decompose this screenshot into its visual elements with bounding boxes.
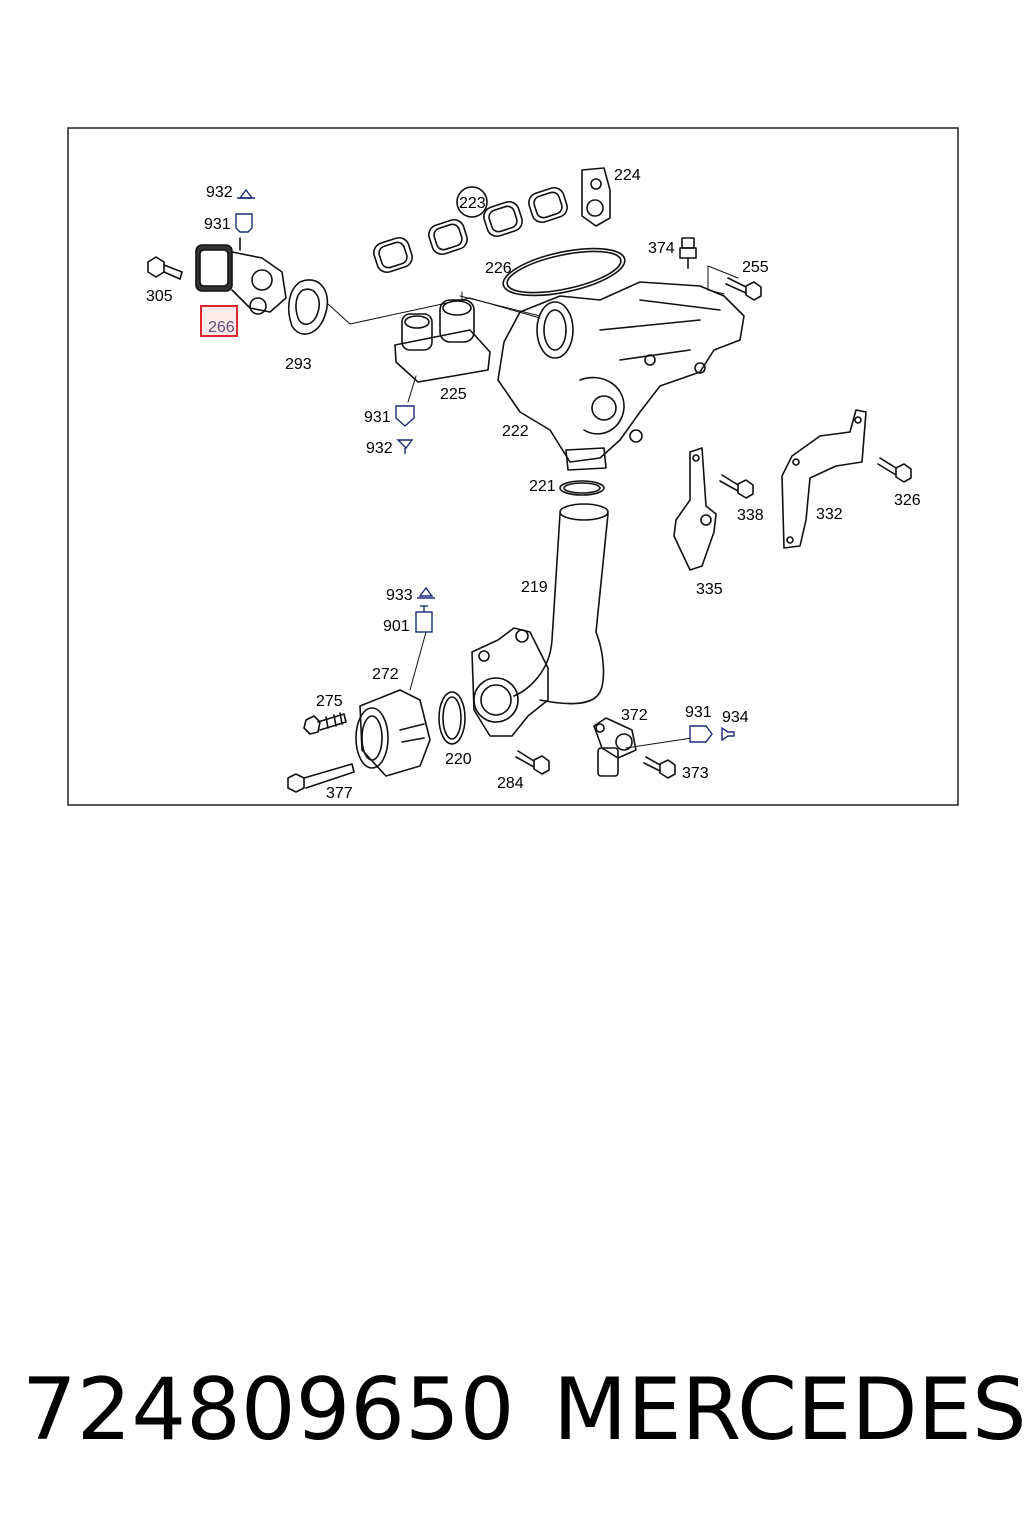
oring-226-drawing [502,247,626,297]
connector-931-bottom-icon [689,725,713,743]
label-934: 934 [722,709,749,726]
footer-caption: 724809650 MERCEDES [0,1360,1024,1470]
throttle-housing-drawing [471,627,549,737]
label-932-top: 932 [206,184,233,201]
label-373: 373 [682,765,709,782]
sensor-374-drawing [679,237,697,269]
label-225: 225 [440,386,467,403]
bolt-255-drawing [725,277,762,301]
label-293: 293 [285,356,312,373]
bolt-305-drawing [147,256,183,280]
label-931-bottom: 931 [685,704,712,721]
bolt-338-drawing [719,474,754,499]
bolt-326-drawing [877,457,912,483]
gasket-224-drawing [581,167,611,227]
label-933: 933 [386,587,413,604]
gasket-220-drawing [438,691,466,745]
connector-933-icon [417,586,435,599]
label-326: 326 [894,492,921,509]
label-372: 372 [621,707,648,724]
oring-221-drawing [559,480,605,496]
connector-932-mid-icon [396,439,414,454]
connector-932-top-icon [237,188,255,199]
label-220: 220 [445,751,472,768]
parts-diagram: 932 931 305 266 293 223 224 226 374 255 … [67,127,959,806]
label-219: 219 [521,579,548,596]
connector-901-icon [415,605,433,633]
label-338: 338 [737,507,764,524]
bracket-335-drawing [673,447,717,571]
label-224: 224 [614,167,641,184]
label-266: 266 [208,319,235,336]
connector-931-top-icon [235,213,253,233]
label-335: 335 [696,581,723,598]
bracket-332-drawing [781,409,867,549]
bolt-373-drawing [643,756,676,779]
sensor-372-drawing [593,717,637,777]
screw-275-drawing [303,712,347,735]
connector-931-mid-icon [395,405,415,427]
intake-manifold-222-drawing [497,281,745,471]
label-284: 284 [497,775,524,792]
pipe-219-drawing [513,503,609,705]
label-275: 275 [316,693,343,710]
actuator-225-drawing [394,299,491,383]
highlight-266-box [200,305,238,337]
label-221: 221 [529,478,556,495]
label-931-mid: 931 [364,409,391,426]
connector-934-icon [721,726,735,742]
label-222: 222 [502,423,529,440]
label-377: 377 [326,785,353,802]
throttle-272-drawing [355,689,431,777]
gasket-293-drawing [287,279,329,335]
label-374: 374 [648,240,675,257]
label-223: 223 [459,195,486,212]
gaskets-223-drawing [373,186,568,274]
label-932-mid: 932 [366,440,393,457]
part-number: 724809650 [22,1360,515,1460]
label-272: 272 [372,666,399,683]
label-255: 255 [742,259,769,276]
bolt-284-drawing [515,750,550,775]
diagram-frame [67,127,959,806]
bolt-377-drawing [287,763,355,793]
egr-valve-266-drawing [195,237,287,315]
brand-name: MERCEDES [553,1360,1024,1460]
label-931-top: 931 [204,216,231,233]
label-332: 332 [816,506,843,523]
label-305: 305 [146,288,173,305]
leader-lines [327,265,739,749]
label-226: 226 [485,260,512,277]
label-901: 901 [383,618,410,635]
